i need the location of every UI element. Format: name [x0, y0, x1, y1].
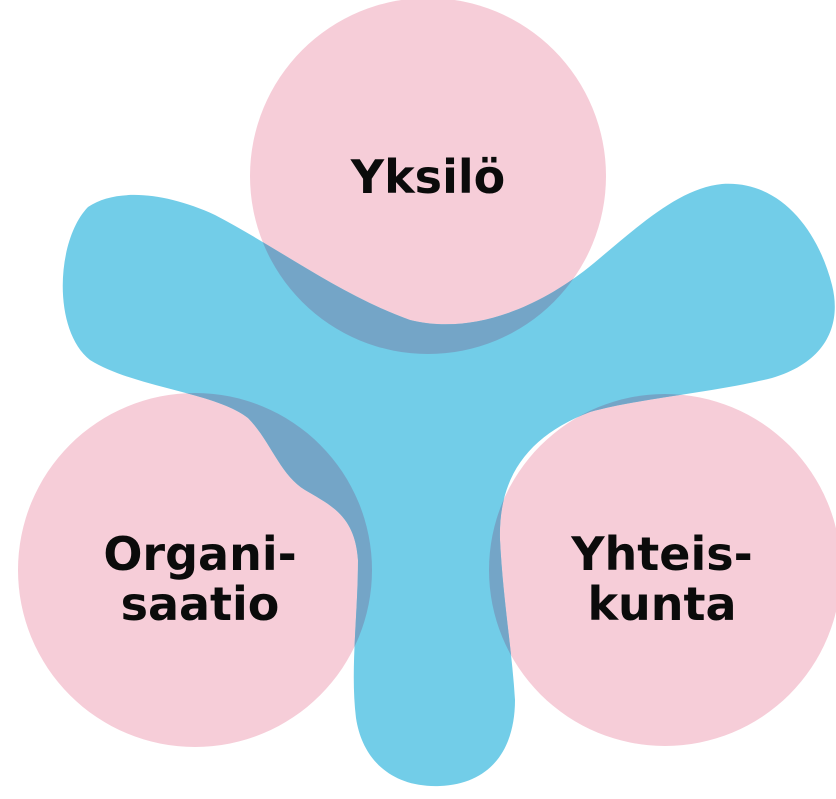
- label-yhteiskunta-line2: kunta: [587, 577, 736, 631]
- label-yksilo: Yksilö: [350, 150, 505, 204]
- label-organisaatio-line1: Organi-: [103, 527, 296, 581]
- label-yhteiskunta-line1: Yhteis-: [570, 527, 752, 581]
- label-organisaatio-line2: saatio: [121, 577, 280, 631]
